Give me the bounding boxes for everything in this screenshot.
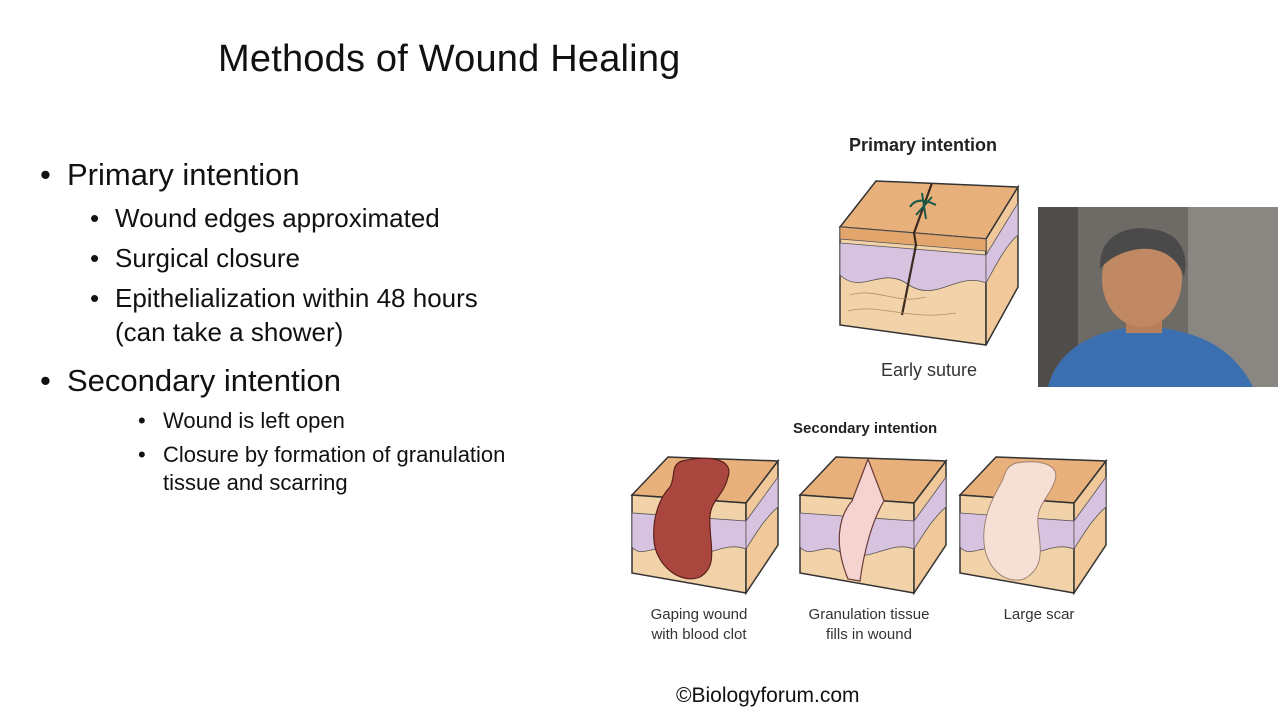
copyright-footer: ©Biologyforum.com [676, 684, 860, 707]
secondary-figure-title: Secondary intention [793, 420, 938, 437]
primary-figure-title: Primary intention [849, 135, 998, 155]
bullet-granulation-closure-cont: tissue and scarring [40, 469, 600, 497]
panel2-caption-line2: fills in wound [826, 626, 912, 643]
panel1-caption-line2: with blood clot [651, 626, 747, 643]
primary-caption: Early suture [880, 360, 978, 380]
bullet-list: Primary intention Wound edges approximat… [40, 155, 600, 497]
bullet-epithelialization-cont: (can take a shower) [40, 315, 600, 349]
panel1-caption: Gaping wound with blood clot [632, 605, 766, 645]
panel3-caption: Large scar [984, 605, 1094, 625]
bullet-wound-edges: Wound edges approximated [40, 201, 600, 235]
bullet-shower-text: (can take a shower) [115, 317, 344, 347]
slide-title: Methods of Wound Healing [218, 38, 681, 80]
bullet-granulation-closure: Closure by formation of granulation [40, 441, 600, 469]
secondary-panel-large-scar [958, 456, 1108, 596]
secondary-panel-blood-clot [630, 456, 780, 596]
bullet-scarring-text: tissue and scarring [163, 470, 348, 495]
bullet-epithelialization: Epithelialization within 48 hours [40, 281, 600, 315]
panel3-caption-line1: Large scar [1003, 606, 1075, 623]
panel1-caption-line1: Gaping wound [650, 606, 748, 623]
panel2-caption: Granulation tissue fills in wound [796, 605, 942, 645]
primary-skin-block-illustration [838, 180, 1020, 346]
bullet-left-open: Wound is left open [40, 407, 600, 435]
panel2-caption-line1: Granulation tissue [808, 606, 930, 623]
bullet-surgical-closure: Surgical closure [40, 241, 600, 275]
bullet-primary-intention: Primary intention [40, 155, 600, 195]
webcam-video [1038, 207, 1278, 387]
bullet-secondary-intention: Secondary intention [40, 361, 600, 401]
secondary-panel-granulation [798, 456, 948, 596]
presenter-silhouette [1038, 207, 1278, 387]
